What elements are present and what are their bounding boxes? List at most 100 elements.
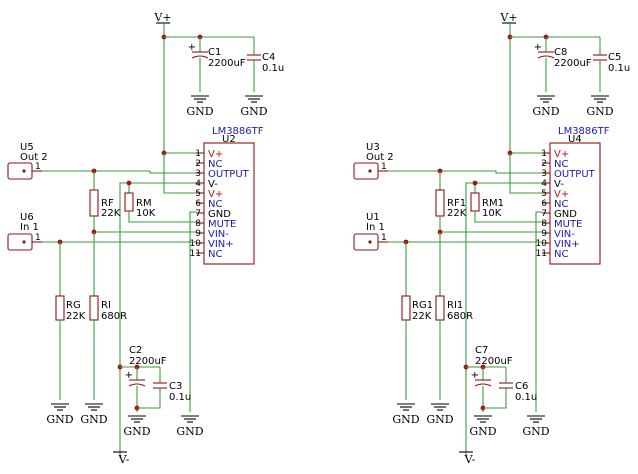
vminus-wire — [119, 182, 196, 458]
ic-pin-name: NC — [554, 199, 568, 210]
gnd-ri: GND — [426, 403, 454, 426]
gnd-pin7: GND — [176, 415, 204, 438]
rm-ref: RM1 — [482, 198, 504, 209]
pin5-vplus-wire — [163, 153, 196, 194]
gnd-label: GND — [46, 413, 73, 426]
ic-pin-number: 10 — [190, 239, 202, 249]
vminus-label: V- — [118, 453, 130, 466]
rm-value: 10K — [136, 208, 156, 219]
output-connector-ref: U3 — [366, 142, 380, 153]
gnd-pin7: GND — [522, 415, 550, 438]
cap-plate-neg — [128, 383, 146, 387]
c-top-small-ref: C5 — [608, 52, 621, 63]
ic-pin-name: V+ — [554, 189, 569, 200]
ic-pin-number: 7 — [195, 209, 201, 219]
gnd-bottom-caps: GND — [469, 415, 497, 438]
c-bot-small-lead-2 — [137, 388, 161, 409]
pin7-gnd-wire — [189, 211, 196, 412]
rg-value: 22K — [66, 311, 86, 322]
resistor-rf — [89, 189, 99, 217]
ic-pin-name: V+ — [208, 189, 223, 200]
gnd-label: GND — [176, 425, 203, 438]
rg-ref: RG — [66, 300, 81, 311]
connector-pin-dot — [368, 240, 372, 244]
ic-pin-name: NC — [208, 199, 222, 210]
c-bot-big-ref: C7 — [475, 345, 488, 356]
rg-value: 22K — [412, 311, 432, 322]
connector-pin-number: 1 — [35, 162, 41, 172]
input-connector-value: In 1 — [366, 222, 385, 233]
gnd-top-small: GND — [586, 95, 614, 118]
connector-body — [353, 162, 379, 180]
cap-top-big: + — [534, 42, 555, 59]
vminus-label: V- — [464, 453, 476, 466]
ic-value: LM3886TF — [558, 126, 610, 137]
ic-pin-name: VIN- — [554, 229, 575, 240]
cap-plate-neg — [537, 55, 555, 59]
rm-to-mute-wire — [474, 211, 542, 223]
gnd-label: GND — [186, 105, 213, 118]
cap-top-small — [247, 54, 261, 61]
ic-pin-name: GND — [208, 209, 231, 220]
connector-pin-number: 1 — [381, 162, 387, 172]
gnd-top-big: GND — [186, 95, 214, 118]
resistor-rg — [55, 295, 65, 321]
ic-pin-name: OUTPUT — [554, 169, 596, 180]
ic-pin-number: 7 — [541, 209, 547, 219]
ic-pin-name: NC — [208, 249, 222, 260]
ic-pin-name: VIN+ — [208, 239, 234, 250]
vplus-label: V+ — [153, 11, 171, 24]
ic-pin-number: 11 — [536, 249, 547, 259]
cap-plus-sign: + — [125, 370, 133, 381]
ic-ref: U4 — [568, 134, 582, 145]
c-bot-small-value: 0.1u — [169, 392, 191, 403]
gnd-label: GND — [469, 425, 496, 438]
connector-pin-number: 1 — [381, 233, 387, 243]
c-top-big-ref: C1 — [208, 47, 221, 58]
gnd-bottom-caps: GND — [123, 415, 151, 438]
cap-bottom-big: + — [125, 370, 146, 387]
c-bot-big-value: 2200uF — [475, 356, 513, 367]
connector-pin-number: 1 — [35, 233, 41, 243]
output-wire — [42, 170, 196, 174]
gnd-label: GND — [522, 425, 549, 438]
pin5-vplus-wire — [509, 153, 542, 194]
gnd-label: GND — [392, 413, 419, 426]
ic-pin-name: NC — [208, 159, 222, 170]
ic-pin-name: V- — [208, 179, 218, 190]
ic-pin-name: MUTE — [554, 219, 582, 230]
connector-body — [7, 233, 33, 251]
resistor-ri — [435, 295, 445, 321]
gnd-label: GND — [426, 413, 453, 426]
connector-pin-dot — [22, 169, 26, 173]
ic-pin-number: 6 — [541, 199, 547, 209]
c-bot-big-ref: C2 — [129, 345, 142, 356]
gnd-label: GND — [80, 413, 107, 426]
input-connector-value: In 1 — [20, 222, 39, 233]
ri-value: 680R — [447, 311, 473, 322]
resistor-rf — [435, 189, 445, 217]
output-wire — [388, 170, 542, 174]
c-top-big-value: 2200uF — [554, 58, 592, 69]
ic-pin-number: 1 — [195, 149, 201, 159]
rf-value: 22K — [447, 208, 467, 219]
rf-ref: RF1 — [447, 198, 466, 209]
rg-ref: RG1 — [412, 300, 433, 311]
ic-pin-name: V+ — [208, 149, 223, 160]
ic-pin-number: 2 — [195, 159, 201, 169]
gnd-top-small: GND — [240, 95, 268, 118]
cap-bottom-small — [499, 382, 513, 389]
resistor-rm — [470, 192, 480, 212]
rm-ref: RM — [136, 198, 152, 209]
gnd-ri: GND — [80, 403, 108, 426]
input-connector: 1 — [7, 233, 42, 251]
ic-pin-number: 9 — [541, 229, 547, 239]
ic-pin-number: 9 — [195, 229, 201, 239]
vminus-wire — [465, 182, 542, 458]
ri-ref: RI1 — [447, 300, 463, 311]
ic-pin-name: OUTPUT — [208, 169, 250, 180]
c-bot-small-lead-2 — [483, 388, 507, 409]
gnd-rg: GND — [46, 403, 74, 426]
